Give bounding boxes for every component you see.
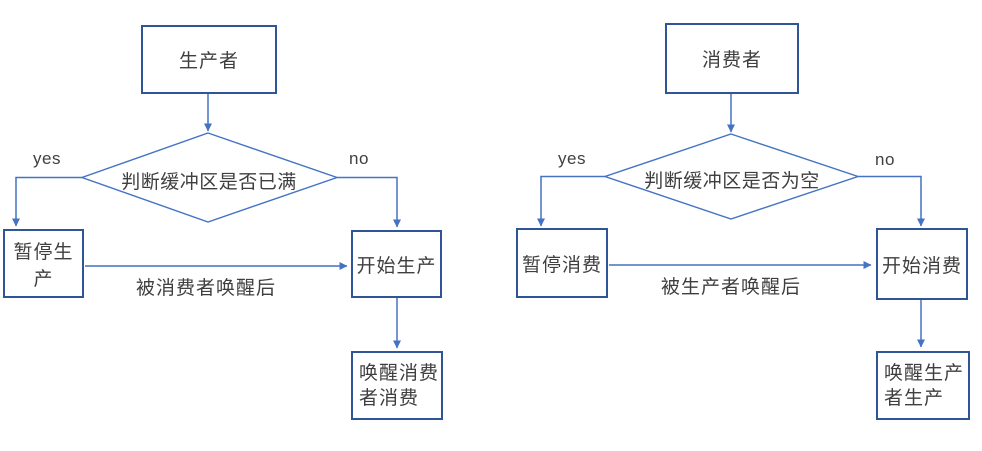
consumer-pause-box: 暂停消费 xyxy=(516,228,608,298)
consumer-no-connector xyxy=(858,175,925,227)
consumer-entity-box: 消费者 xyxy=(665,23,799,94)
consumer-no-label: no xyxy=(875,150,895,169)
producer-entity-label: 生产者 xyxy=(178,51,239,72)
consumer-yes-label: yes xyxy=(558,149,586,168)
consumer-wake-note: 被生产者唤醒后 xyxy=(660,277,801,298)
consumer-wake-label: 唤醒生产者生产 xyxy=(884,362,965,409)
producer-pause-label: 暂停生产 xyxy=(13,241,74,290)
producer-wake-box: 唤醒消费者消费 xyxy=(351,351,443,420)
producer-yes-label: yes xyxy=(33,149,61,168)
consumer-start-box: 开始消费 xyxy=(876,228,968,300)
producer-pause-box: 暂停生产 xyxy=(3,229,84,298)
producer-wake-label: 唤醒消费者消费 xyxy=(359,362,440,409)
producer-start-box: 开始生产 xyxy=(351,230,442,298)
consumer-entity-label: 消费者 xyxy=(701,50,762,71)
consumer-pause-label: 暂停消费 xyxy=(521,254,602,276)
producer-no-label: no xyxy=(349,149,369,168)
consumer-wake-box: 唤醒生产者生产 xyxy=(876,351,970,420)
consumer-decision-diamond xyxy=(602,133,861,220)
consumer-yes-connector xyxy=(537,175,605,227)
producer-yes-connector xyxy=(12,176,82,227)
producer-decision-label: 判断缓冲区是否已满 xyxy=(121,172,297,193)
consumer-start-label: 开始消费 xyxy=(881,255,962,277)
consumer-decision-label: 判断缓冲区是否为空 xyxy=(644,171,820,192)
producer-entity-box: 生产者 xyxy=(141,25,277,94)
producer-decision-diamond xyxy=(79,132,340,223)
producer-start-label: 开始生产 xyxy=(356,255,437,277)
producer-wake-note: 被消费者唤醒后 xyxy=(135,278,276,299)
producer-no-connector xyxy=(337,176,401,228)
